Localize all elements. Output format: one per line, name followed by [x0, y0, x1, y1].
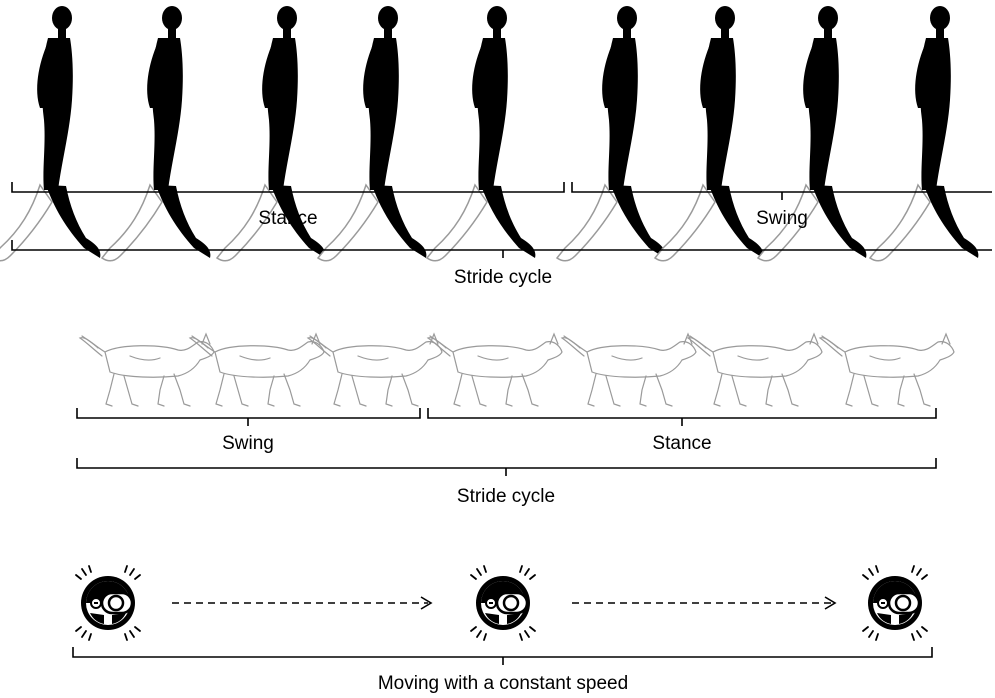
robot-unit — [76, 566, 140, 640]
robot-unit — [863, 566, 927, 640]
human-swing-label: Swing — [756, 209, 808, 228]
dog-stride-bracket — [77, 458, 936, 476]
dog-figure — [308, 334, 442, 406]
human-stride-label: Stride cycle — [454, 268, 552, 287]
human-figure — [427, 6, 535, 261]
dog-stride-label: Stride cycle — [457, 487, 555, 506]
robot-motion-bracket — [73, 647, 932, 665]
human-stance-label: Stance — [258, 209, 317, 228]
motion-arrow — [172, 597, 431, 609]
dog-figure — [688, 334, 822, 406]
dog-figures — [80, 334, 954, 406]
dog-figure — [80, 334, 214, 406]
human-figure — [655, 6, 763, 261]
robot-unit — [471, 566, 535, 640]
dog-figure — [820, 334, 954, 406]
human-figure — [0, 6, 100, 261]
dog-figure — [428, 334, 562, 406]
human-stride-bracket — [12, 240, 992, 258]
dog-stance-label: Stance — [652, 434, 711, 453]
dog-stance-bracket — [428, 408, 936, 426]
human-figure — [102, 6, 210, 261]
dog-swing-bracket — [77, 408, 420, 426]
dog-figure — [562, 334, 696, 406]
human-figures — [0, 6, 978, 261]
human-figure — [870, 6, 978, 261]
human-figure — [557, 6, 665, 261]
human-figure — [318, 6, 426, 261]
motion-arrow — [572, 597, 835, 609]
robot-caption: Moving with a constant speed — [378, 674, 628, 693]
dog-swing-label: Swing — [222, 434, 274, 453]
